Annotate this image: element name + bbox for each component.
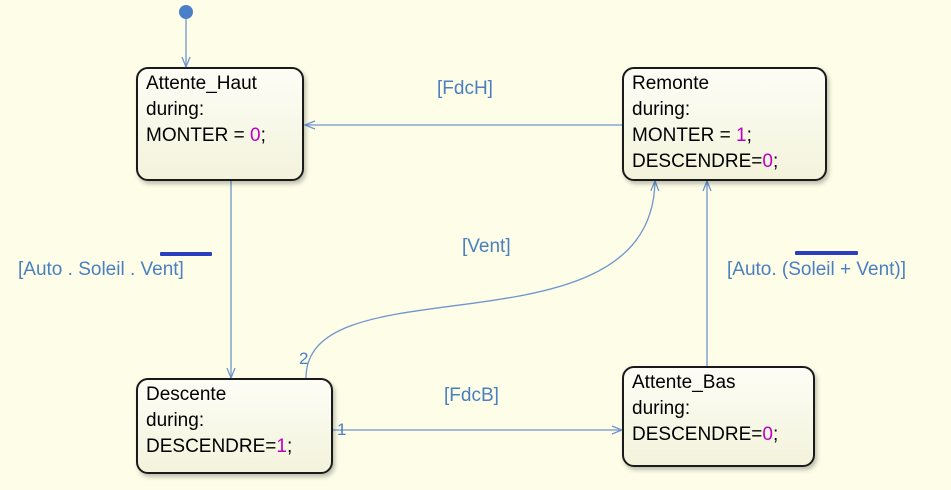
state-attente-haut-during: during: (146, 99, 205, 120)
action-value: 1 (735, 125, 747, 146)
state-descente-name: Descente (146, 384, 227, 405)
state-descente-during: during: (146, 410, 205, 431)
action-assign: DESCENDRE= (632, 424, 763, 445)
action-assign: DESCENDRE= (146, 436, 277, 457)
state-attente-haut[interactable]: Attente_Haut during: MONTER = 0; (136, 67, 304, 181)
action-assign: MONTER = (146, 125, 250, 146)
state-remonte[interactable]: Remonte during: MONTER = 1; DESCENDRE=0; (622, 67, 827, 181)
state-attente-bas-during: during: (632, 398, 691, 419)
label-fdcb[interactable]: [FdcB] (444, 385, 499, 406)
action-value: 1 (276, 436, 287, 457)
default-transition-dot[interactable] (179, 5, 193, 19)
state-remonte-name: Remonte (632, 73, 710, 94)
state-attente-haut-name: Attente_Haut (146, 73, 257, 94)
action-end: ; (772, 424, 779, 445)
label-vent[interactable]: [Vent] (462, 236, 511, 257)
action-end: ; (746, 125, 752, 146)
action-value: 0 (249, 125, 261, 146)
action-end: ; (286, 436, 293, 457)
priority-label-1: 1 (337, 420, 347, 439)
state-remonte-action-2: DESCENDRE=0; (632, 149, 825, 175)
label-fdch[interactable]: [FdcH] (437, 78, 493, 99)
state-descente[interactable]: Descente during: DESCENDRE=1; (136, 378, 333, 474)
action-assign: DESCENDRE= (632, 151, 763, 172)
state-attente-haut-action: MONTER = 0; (146, 123, 302, 149)
action-value: 0 (762, 151, 773, 172)
overbar-not-vent (160, 252, 212, 256)
state-descente-action: DESCENDRE=1; (146, 434, 331, 460)
action-assign: MONTER = (632, 125, 736, 146)
label-auto-soleil-vent[interactable]: [Auto . Soleil . Vent] (18, 259, 184, 280)
state-remonte-during: during: (632, 99, 691, 120)
state-remonte-action-1: MONTER = 1; (632, 123, 825, 149)
priority-label-2: 2 (299, 349, 309, 368)
state-attente-bas-name: Attente_Bas (632, 372, 736, 393)
action-end: ; (772, 151, 779, 172)
overbar-not-soleil-plus-vent (795, 251, 858, 255)
label-auto-soleil-plus-vent[interactable]: [Auto. (Soleil + Vent)] (727, 259, 907, 280)
state-attente-bas-action: DESCENDRE=0; (632, 422, 813, 448)
state-attente-bas[interactable]: Attente_Bas during: DESCENDRE=0; (622, 366, 815, 467)
action-end: ; (260, 125, 266, 146)
transition-descente-to-remonte[interactable] (305, 181, 655, 379)
action-value: 0 (762, 424, 773, 445)
